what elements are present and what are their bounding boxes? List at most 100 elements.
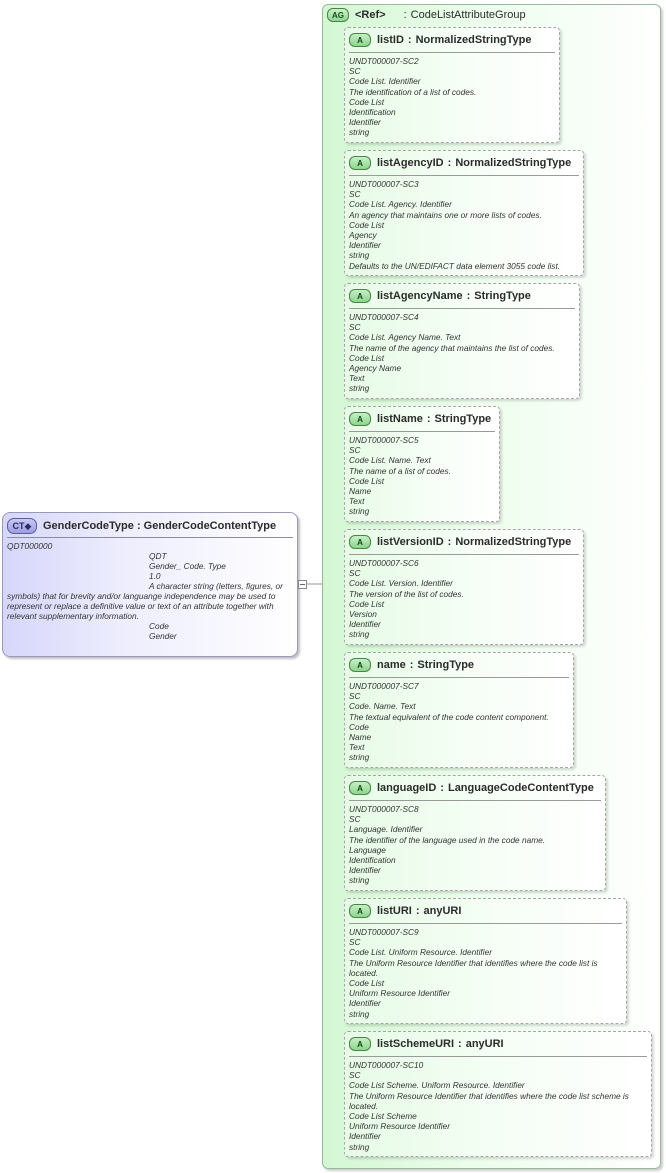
detail-line: The name of a list of codes.: [349, 465, 451, 476]
divider: [349, 554, 579, 555]
attribute-name: listURI: [377, 905, 412, 917]
detail-line: UNDT000007-SC7: [349, 681, 419, 691]
detail-line: SC: [349, 937, 361, 948]
detail-line: SC: [349, 814, 361, 825]
detail-line: Gender: [149, 631, 177, 641]
complex-type-details: QDT000000 QDT Gender_ Code. Type 1.0 A c…: [7, 541, 293, 641]
attribute-separator: :: [409, 659, 414, 671]
attribute-group-name: CodeListAttributeGroup: [410, 9, 526, 21]
detail-line: Agency Name: [349, 363, 402, 374]
attribute-name: listVersionID: [377, 536, 444, 548]
attribute-name: listID: [377, 34, 404, 46]
attribute-name: listSchemeURI: [377, 1038, 455, 1050]
detail-line: The textual equivalent of the code conte…: [349, 711, 549, 722]
detail-line: Code: [349, 721, 369, 732]
detail-line: Code List: [349, 96, 385, 107]
attribute-icon: A: [349, 781, 371, 795]
detail-line: UNDT000007-SC3: [349, 179, 419, 189]
detail-line: SC: [349, 1070, 361, 1081]
detail-line: Name: [349, 732, 372, 743]
detail-line: Code. Name. Text: [349, 701, 416, 712]
attribute-separator: :: [407, 34, 412, 46]
detail-line: SC: [349, 568, 361, 579]
divider: [349, 677, 569, 678]
detail-line: string: [349, 752, 370, 763]
detail-line: Agency: [349, 230, 377, 241]
detail-line: Language: [349, 844, 386, 855]
detail-line: Code List Scheme: [349, 1111, 417, 1122]
attribute-type: StringType: [434, 413, 492, 425]
detail-line: Uniform Resource Identifier: [349, 1121, 450, 1132]
detail-line: Identifier: [349, 1131, 381, 1142]
detail-line: Code List. Agency Name. Text: [349, 332, 461, 343]
detail-line: SC: [349, 189, 361, 200]
detail-line: Gender_ Code. Type: [149, 561, 226, 571]
detail-line: Name: [349, 486, 372, 497]
detail-line: string: [349, 506, 370, 517]
divider: [7, 537, 293, 538]
detail-line: Code List. Identifier: [349, 76, 421, 87]
divider: [349, 52, 555, 53]
detail-line: Identifier: [349, 240, 381, 251]
attribute-group-ref: <Ref>: [355, 9, 386, 21]
attribute-type: anyURI: [465, 1038, 504, 1050]
attribute-name: languageID: [377, 782, 437, 794]
complex-type-header: CT◆ GenderCodeType : GenderCodeContentTy…: [7, 518, 276, 534]
detail-line: Code List: [349, 475, 385, 486]
detail-line: Identification: [349, 855, 396, 866]
attribute-type: StringType: [417, 659, 475, 671]
detail-line: QDT: [149, 551, 167, 561]
detail-line: string: [349, 1141, 370, 1152]
attribute-separator: :: [466, 290, 471, 302]
attribute-type: anyURI: [423, 905, 462, 917]
detail-line: Defaults to the UN/EDIFACT data element …: [349, 260, 561, 271]
detail-line: UNDT000007-SC5: [349, 435, 419, 445]
attribute-type: LanguageCodeContentType: [447, 782, 594, 794]
detail-line: QDT000000: [7, 541, 53, 551]
detail-line: Version: [349, 609, 377, 620]
divider: [349, 800, 601, 801]
complex-type-box[interactable]: CT◆ GenderCodeType : GenderCodeContentTy…: [2, 512, 298, 657]
detail-line: Identification: [349, 107, 396, 118]
attribute-type: NormalizedStringType: [455, 536, 572, 548]
detail-line: Code List. Version. Identifier: [349, 578, 453, 589]
detail-line: string: [349, 383, 370, 394]
divider: [349, 431, 495, 432]
detail-line: UNDT000007-SC6: [349, 558, 419, 568]
detail-line: Text: [349, 373, 365, 384]
detail-line: SC: [349, 66, 361, 77]
detail-line: 1.0: [149, 571, 161, 581]
attribute-separator: :: [426, 413, 431, 425]
attribute-name: listAgencyName: [377, 290, 463, 302]
detail-line: Text: [349, 496, 365, 507]
detail-line: string: [349, 875, 370, 886]
attribute-type: NormalizedStringType: [415, 34, 532, 46]
detail-line: Code: [149, 621, 169, 631]
detail-line: SC: [349, 445, 361, 456]
collapse-toggle[interactable]: [298, 580, 307, 589]
detail-line: The Uniform Resource Identifier that ide…: [349, 957, 598, 978]
detail-line: Code List: [349, 978, 385, 989]
divider: [349, 1056, 647, 1057]
attribute-separator: :: [458, 1038, 462, 1050]
attribute-group-separator: :: [403, 9, 407, 21]
